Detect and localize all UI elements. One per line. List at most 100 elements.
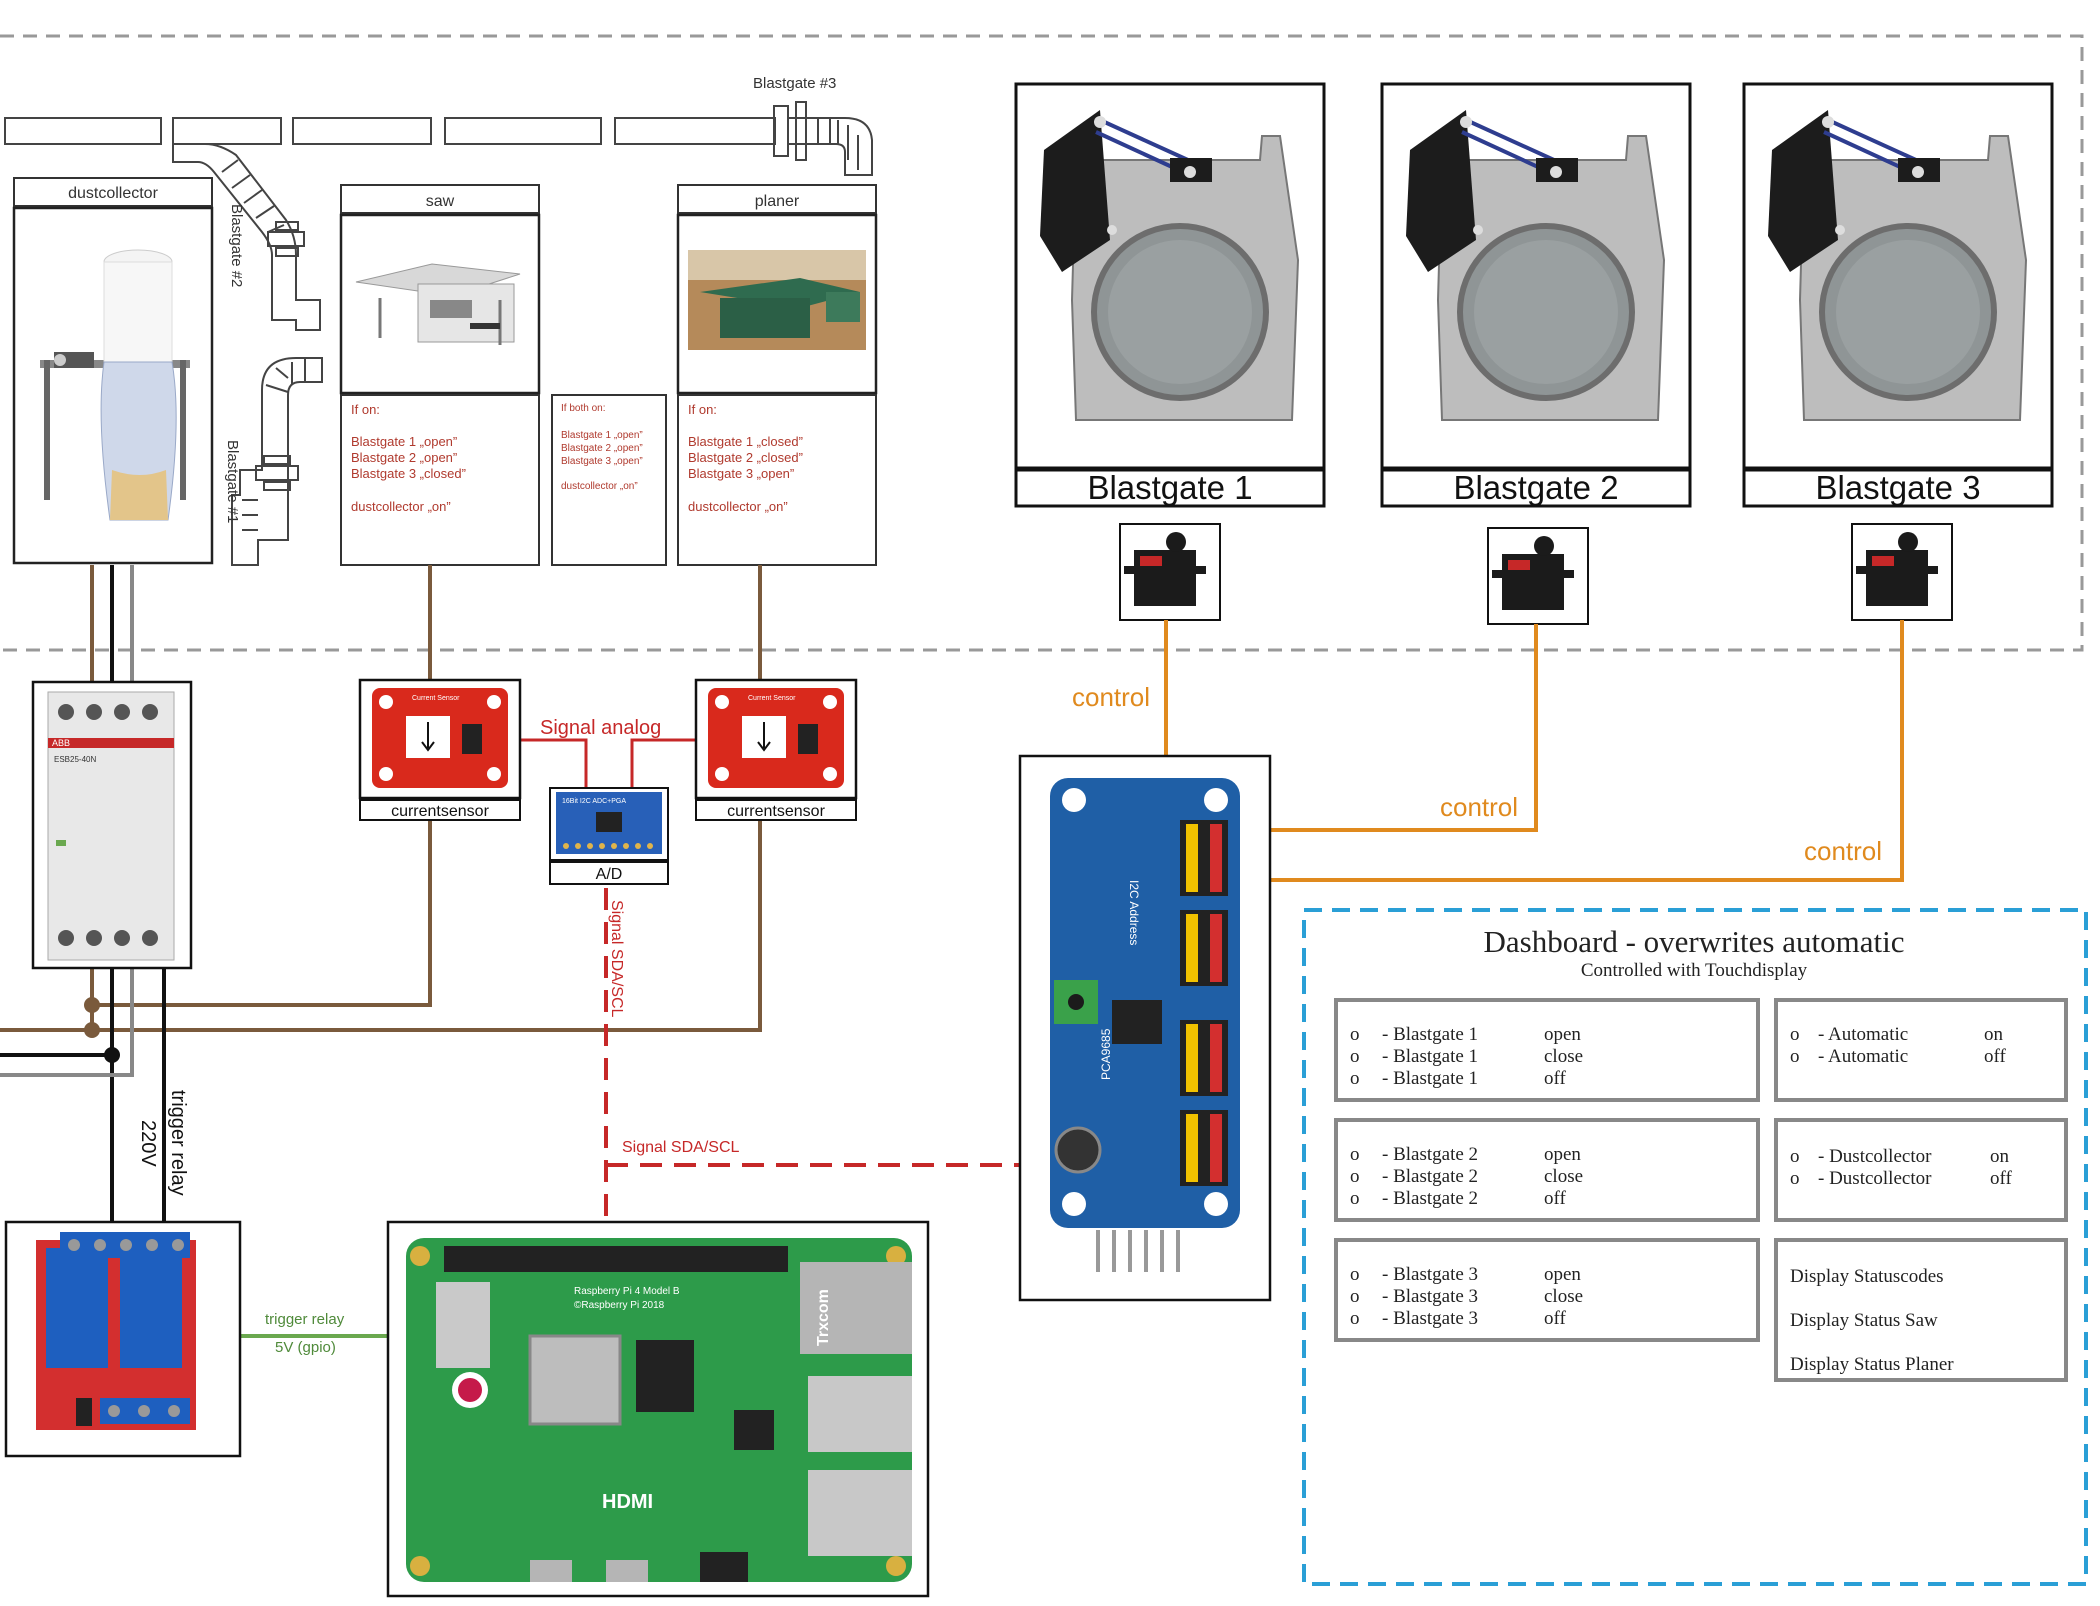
radio-item[interactable]: - Blastgate 2 [1382,1188,1478,1209]
saw-title: saw [426,193,455,210]
planer-title: planer [755,193,800,210]
rpi-ethernet-text: Trxcom [815,1289,832,1346]
status-display-controls [1774,1238,2068,1382]
radio-bullet[interactable]: o [1790,1168,1800,1189]
both-on-panel: If both on: Blastgate 1 „open” Blastgate… [551,394,667,566]
radio-bullet[interactable]: o [1790,1146,1800,1167]
radio-state[interactable]: off [1984,1046,2006,1067]
radio-state[interactable]: open [1544,1144,1581,1165]
radio-bullet[interactable]: o [1350,1024,1360,1045]
radio-bullet[interactable]: o [1350,1308,1360,1329]
planer-image [688,250,866,350]
ducting [4,101,873,566]
radio-item[interactable]: - Blastgate 3 [1382,1308,1478,1329]
automatic-controls [1774,998,2068,1102]
control-label-3: control [1804,836,1882,866]
radio-item[interactable]: - Blastgate 3 [1382,1286,1478,1307]
radio-bullet[interactable]: o [1350,1068,1360,1089]
radio-bullet[interactable]: o [1790,1046,1800,1067]
saw-rule-2: Blastgate 2 „open” [351,450,457,465]
servo-1 [1119,523,1221,621]
radio-item[interactable]: - Dustcollector [1818,1146,1932,1167]
pca9685-board: I2C Address PCA9685 [1018,754,1272,1302]
blastgate-3-duct-label: Blastgate #3 [753,75,836,92]
planer-rule-2: Blastgate 2 „closed” [688,450,803,465]
sda-scl-label: Signal SDA/SCL [622,1139,739,1156]
saw-rules: If on: Blastgate 1 „open” Blastgate 2 „o… [351,402,470,514]
planer-rule-1: Blastgate 1 „closed” [688,434,803,449]
radio-item[interactable]: - Blastgate 1 [1382,1024,1478,1045]
radio-state[interactable]: close [1544,1046,1583,1067]
current-sensor-1-chip-text: Current Sensor [412,695,460,702]
rpi-model-text: Raspberry Pi 4 Model B [574,1286,680,1297]
radio-bullet[interactable]: o [1350,1144,1360,1165]
contactor-model: ESB25-40N [54,755,96,764]
radio-state[interactable]: open [1544,1264,1581,1285]
radio-bullet[interactable]: o [1350,1264,1360,1285]
radio-bullet[interactable]: o [1350,1286,1360,1307]
saw-rule-3: Blastgate 3 „closed” [351,466,466,481]
saw-rule-1: Blastgate 1 „open” [351,434,457,449]
radio-item[interactable]: - Blastgate 3 [1382,1264,1478,1285]
radio-item[interactable]: - Dustcollector [1818,1168,1932,1189]
trigger-relay-label: trigger relay [167,1090,189,1196]
sda-scl-bus [604,888,1020,1222]
dashboard: Dashboard - overwrites automatic Control… [1302,908,2088,1586]
ad-label: A/D [596,866,623,883]
signal-analog-label: Signal analog [540,717,661,739]
radio-item[interactable]: - Automatic [1818,1024,1908,1045]
radio-item[interactable]: - Automatic [1818,1046,1908,1067]
junction-dot [104,1047,120,1063]
planer-rule-3: Blastgate 3 „open” [688,466,794,481]
radio-state[interactable]: off [1544,1188,1566,1209]
rpi-hdmi-text: HDMI [602,1491,653,1513]
display-status-planer-button[interactable]: Display Status Planer [1790,1354,1954,1375]
both-rule-1: Blastgate 1 „open” [561,430,643,441]
radio-state[interactable]: on [1990,1146,2010,1167]
blastgate-3-controls [1334,1238,1760,1342]
blastgate-1: Blastgate 1 [1014,82,1326,508]
pca-pin-headers [1180,820,1228,1186]
current-sensor-2-chip-text: Current Sensor [748,695,796,702]
blastgate-3: Blastgate 3 [1742,82,2054,508]
pca-address-text: I2C Address [1127,880,1141,945]
blastgate-3-image [1768,110,2028,421]
radio-state[interactable]: off [1990,1168,2012,1189]
planer-rule-0: If on: [688,402,717,417]
current-sensor-1-label: currentsensor [391,803,489,820]
saw-rule-0: If on: [351,402,380,417]
display-statuscodes-button[interactable]: Display Statuscodes [1790,1266,1944,1287]
radio-state[interactable]: close [1544,1286,1583,1307]
both-rule-2: Blastgate 2 „open” [561,443,643,454]
radio-state[interactable]: on [1984,1024,2004,1045]
radio-item[interactable]: - Blastgate 1 [1382,1068,1478,1089]
radio-bullet[interactable]: o [1350,1046,1360,1067]
radio-state[interactable]: open [1544,1024,1581,1045]
control-label-2: control [1440,792,1518,822]
current-sensor-2: Current Sensor currentsensor [694,678,858,821]
blastgate-1-label: Blastgate 1 [1087,469,1252,506]
pca-chip-label: PCA9685 [1099,1028,1113,1080]
blastgate-2: Blastgate 2 [1380,82,1692,508]
saw-rule-4: dustcollector „on” [351,499,451,514]
radio-state[interactable]: off [1544,1308,1566,1329]
radio-item[interactable]: - Blastgate 2 [1382,1144,1478,1165]
v220-label: 220V [137,1120,159,1167]
contactor-brand: ABB [52,738,70,748]
radio-bullet[interactable]: o [1350,1166,1360,1187]
radio-bullet[interactable]: o [1790,1024,1800,1045]
display-status-saw-button[interactable]: Display Status Saw [1790,1310,1938,1331]
both-rules: If both on: Blastgate 1 „open” Blastgate… [561,403,646,492]
radio-item[interactable]: - Blastgate 1 [1382,1046,1478,1067]
radio-item[interactable]: - Blastgate 2 [1382,1166,1478,1187]
dustcollector-controls [1774,1118,2068,1222]
radio-state[interactable]: close [1544,1166,1583,1187]
radio-bullet[interactable]: o [1350,1188,1360,1209]
control-wires [1164,620,1904,882]
blastgate-1-controls [1334,998,1760,1102]
dashboard-subtitle: Controlled with Touchdisplay [1581,960,1808,981]
radio-state[interactable]: off [1544,1068,1566,1089]
ad-chip-text: 16Bit I2C ADC+PGA [562,798,626,805]
blastgate-2-controls [1334,1118,1760,1222]
